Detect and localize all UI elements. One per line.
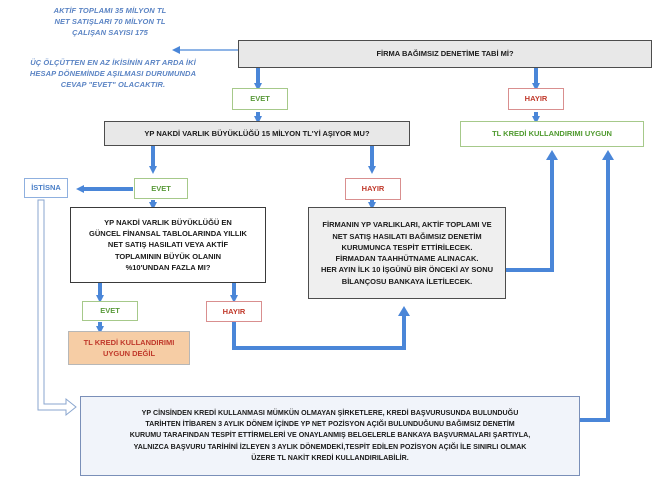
condition-line: TARİHTEN İTİBAREN 3 AYLIK DÖNEM İÇİNDE Y… [145,419,515,428]
exception-condition-box: YP CİNSİNDEN KREDİ KULLANMASI MÜMKÜN OLM… [80,396,580,476]
q3-yes-label: EVET [82,301,138,321]
question-fx-asset-threshold: YP NAKDİ VARLIK BÜYÜKLÜĞÜ 15 MİLYON TL'Y… [104,121,410,146]
yes-text: EVET [100,306,120,316]
result-text: TL KREDİ KULLANDIRIMI UYGUN [492,129,612,139]
result-credit-not-eligible: TL KREDİ KULLANDIRIMI UYGUN DEĞİL [68,331,190,365]
q1-no-label: HAYIR [508,88,564,110]
rule-note: ÜÇ ÖLÇÜTTEN EN AZ İKİSİNİN ART ARDA İKİ … [2,58,224,91]
q1-yes-label: EVET [232,88,288,110]
condition-line: ÜZERE TL NAKİT KREDİ KULLANDIRILABİLİR. [251,454,409,463]
q2-no-label: HAYIR [345,178,401,200]
condition-line: YALNIZCA BAŞVURU TARİHİNİ İZLEYEN 3 AYLI… [133,442,527,451]
question-line: TOPLAMININ BÜYÜK OLANIN [114,251,222,261]
note-line: ÇALIŞAN SAYISI 175 [72,27,148,37]
note-line: AKTİF TOPLAMI 35 MİLYON TL [53,6,167,15]
exception-text: İSTİSNA [31,183,61,193]
note-line: CEVAP "EVET" OLACAKTIR. [60,79,166,89]
note-line: ÜÇ ÖLÇÜTTEN EN AZ İKİSİNİN ART ARDA İKİ [30,58,196,67]
no-text: HAYIR [361,184,385,194]
no-text: HAYIR [524,94,548,104]
question-text: YP NAKDİ VARLIK BÜYÜKLÜĞÜ 15 MİLYON TL'Y… [144,128,370,138]
condition-line: KURUMU TARAFINDAN TESPİT ETTİRMELERİ VE … [129,431,531,440]
thresholds-note: AKTİF TOPLAMI 35 MİLYON TL NET SATIŞLARI… [22,6,198,39]
arrow-audit-to-ok [506,154,554,272]
note-line: NET SATIŞLARI 70 MİLYON TL [54,16,166,26]
yes-text: EVET [250,94,270,104]
audit-line: KURUMUNCA TESPİT ETTİRİLECEK. [341,242,473,252]
result-line: UYGUN DEĞİL [102,349,156,358]
audit-line: BİLANÇOSU BANKAYA İLETİLECEK. [341,276,473,286]
note-line: HESAP DÖNEMİNDE AŞILMASI DURUMUNDA [29,68,197,78]
arrow-bottom-to-ok [580,154,610,422]
question-line: YP NAKDİ VARLIK BÜYÜKLÜĞÜ EN [104,217,232,227]
audit-requirements-box: FİRMANIN YP VARLIKLARI, AKTİF TOPLAMI VE… [308,207,506,299]
question-text: FİRMA BAĞIMSIZ DENETİME TABİ Mİ? [376,49,514,59]
result-credit-eligible: TL KREDİ KULLANDIRIMI UYGUN [460,121,644,147]
q3-no-label: HAYIR [206,301,262,322]
yes-text: EVET [151,183,171,193]
question-fx-asset-ratio: YP NAKDİ VARLIK BÜYÜKLÜĞÜ EN GÜNCEL FİNA… [70,207,266,283]
audit-line: HER AYIN İLK 10 İŞGÜNÜ BİR ÖNCEKİ AY SON… [320,265,494,275]
arrow-istisna-to-bottom [37,199,77,417]
question-line: NET SATIŞ HASILATI VEYA AKTİF [107,240,229,250]
audit-line: FİRMADAN TAAHHÜTNAME ALINACAK. [335,254,479,263]
question-audit-required: FİRMA BAĞIMSIZ DENETİME TABİ Mİ? [238,40,652,68]
condition-line: YP CİNSİNDEN KREDİ KULLANMASI MÜMKÜN OLM… [141,408,519,417]
result-line: TL KREDİ KULLANDIRIMI [83,337,175,347]
question-line: GÜNCEL FİNANSAL TABLOLARINDA YILLIK [89,229,247,239]
audit-line: NET SATIŞ HASILATI BAĞIMSIZ DENETİM [332,231,482,241]
arrow-q3-hayir-to-audit [232,310,406,350]
q2-yes-label: EVET [134,178,188,199]
question-line: %10'UNDAN FAZLA MI? [125,262,211,272]
audit-line: FİRMANIN YP VARLIKLARI, AKTİF TOPLAMI VE [322,220,492,230]
no-text: HAYIR [222,306,246,316]
exception-label: İSTİSNA [24,178,68,198]
